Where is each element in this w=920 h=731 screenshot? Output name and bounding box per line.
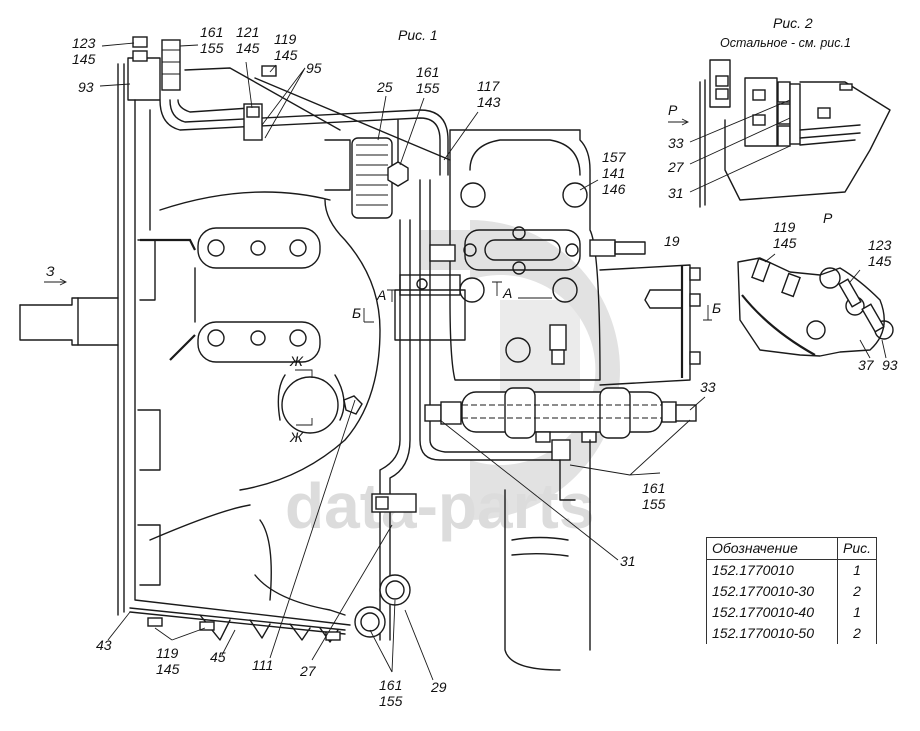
callout-19: 19 (664, 233, 680, 249)
fig1-callout-labels: 123 145 93 161 155 121 145 119 145 95 25… (72, 24, 716, 709)
callout-141: 141 (602, 165, 625, 181)
callout-161: 161 (416, 64, 439, 80)
view-p-callout-145: 145 (773, 235, 797, 251)
fig2-subtitle: Остальное - см. рис.1 (720, 36, 851, 50)
callout-161: 161 (200, 24, 223, 40)
table-row: 152.1770010-50 2 (706, 623, 878, 644)
callout-145: 145 (156, 661, 180, 677)
cell-designation: 152.1770010-40 (706, 602, 838, 623)
control-valve-block: А Б (424, 129, 721, 671)
cell-figure: 1 (837, 559, 878, 581)
header-designation: Обозначение (706, 537, 838, 560)
fig1-title: Рис. 1 (398, 27, 438, 43)
view-p-callout-37: 37 (858, 357, 875, 373)
callout-145: 145 (72, 51, 96, 67)
callout-155: 155 (200, 40, 224, 56)
callout-155: 155 (642, 496, 666, 512)
callout-111: 111 (252, 657, 273, 673)
table-row: 152.1770010 1 (706, 559, 878, 581)
callout-25: 25 (376, 79, 393, 95)
callout-119: 119 (156, 645, 179, 661)
callout-45: 45 (210, 649, 226, 665)
view-p-drawing (737, 253, 894, 359)
fig2-drawing (689, 59, 891, 208)
table-header-row: Обозначение Рис. (706, 537, 878, 560)
section-mark-b-left: Б (352, 305, 361, 321)
callout-117: 117 (477, 78, 501, 94)
callout-31: 31 (620, 553, 636, 569)
fig2-callout-27: 27 (667, 159, 685, 175)
section-mark-a-left: А (376, 287, 386, 303)
cell-designation: 152.1770010-30 (706, 581, 838, 602)
section-mark-b-right: Б (712, 300, 721, 316)
callout-161: 161 (642, 480, 665, 496)
cell-figure: 1 (837, 602, 878, 623)
cell-figure: 2 (837, 581, 878, 602)
callout-145: 145 (274, 47, 298, 63)
callout-43: 43 (96, 637, 112, 653)
callout-33: 33 (700, 379, 716, 395)
fig2-callout-33: 33 (668, 135, 684, 151)
fig2-title: Рис. 2 (773, 15, 813, 31)
view-p-arrow (668, 118, 690, 126)
callout-27: 27 (299, 663, 317, 679)
view-p-callout-119: 119 (773, 219, 796, 235)
table-row: 152.1770010-40 1 (706, 602, 878, 623)
callout-157: 157 (602, 149, 627, 165)
callout-155: 155 (379, 693, 403, 709)
callout-161: 161 (379, 677, 402, 693)
callout-143: 143 (477, 94, 501, 110)
view-p-callout-123: 123 (868, 237, 892, 253)
header-figure: Рис. (837, 537, 878, 560)
callout-95: 95 (306, 60, 322, 76)
view-p-callout-93: 93 (882, 357, 898, 373)
watermark-text: data-parts (285, 470, 594, 542)
callout-146: 146 (602, 181, 626, 197)
callout-119: 119 (274, 31, 297, 47)
view-p-title: Р (823, 210, 833, 226)
callout-155: 155 (416, 80, 440, 96)
table-row: 152.1770010-30 2 (706, 581, 878, 602)
section-mark-a-right: А (502, 285, 512, 301)
callout-123: 123 (72, 35, 96, 51)
callout-93: 93 (78, 79, 94, 95)
cell-designation: 152.1770010 (706, 559, 838, 581)
main-housing-drawing: З (19, 36, 561, 643)
section-mark-z: З (46, 263, 55, 279)
section-mark-zh-bottom: Ж (289, 429, 304, 445)
fig2-callout-31: 31 (668, 185, 684, 201)
callout-145: 145 (236, 40, 260, 56)
cell-figure: 2 (837, 623, 878, 644)
callout-29: 29 (430, 679, 447, 695)
fig2-view-p-mark: Р (668, 102, 678, 118)
leader-lines (99, 42, 706, 681)
callout-121: 121 (236, 24, 259, 40)
section-mark-zh-top: Ж (289, 353, 304, 369)
designation-table: Обозначение Рис. 152.1770010 1 152.17700… (706, 537, 878, 644)
cell-designation: 152.1770010-50 (706, 623, 838, 644)
view-p-callout-145: 145 (868, 253, 892, 269)
